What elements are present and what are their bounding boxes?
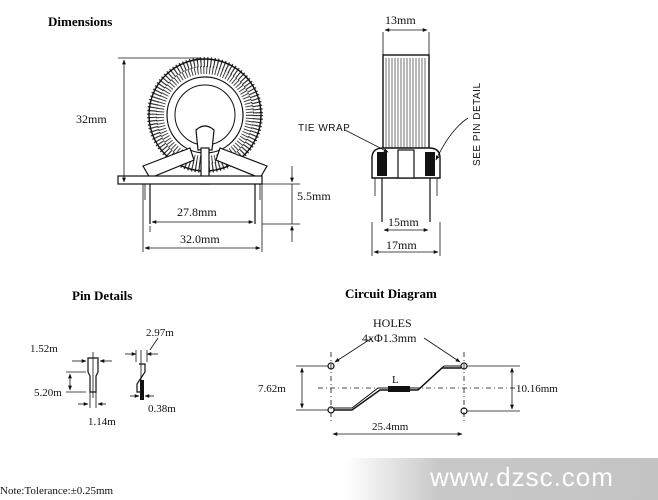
holes-callout: HOLES 4xΦ1.3mm — [334, 316, 461, 363]
watermark-text: www.dzsc.com — [430, 462, 614, 492]
pin-thickness-label: 0.38m — [148, 403, 176, 415]
dim-height-label: 32mm — [76, 112, 107, 126]
see-pin-detail-callout: SEE PIN DETAIL — [435, 82, 483, 166]
dim-left-spacing: 7.62m — [258, 365, 328, 411]
tie-wrap-label: TIE WRAP — [298, 123, 350, 134]
dim-circuit-length-label: 25.4mm — [372, 421, 409, 433]
dim-right-spacing-label: 10.16mm — [516, 383, 558, 395]
dim-left-spacing-label: 7.62m — [258, 383, 286, 395]
hole-spec-label: 4xΦ1.3mm — [362, 331, 417, 345]
pin-detail-side: 2.97m 0.38m — [125, 327, 176, 415]
dim-pin-spacing-outer: 17mm — [371, 222, 441, 256]
dim-side-width-label: 13mm — [385, 13, 416, 27]
pin-width-bottom-label: 1.14m — [88, 416, 116, 428]
pin-detail-front: 1.52m 5.20m 1.14m — [30, 343, 116, 428]
dim-side-width: 13mm — [382, 13, 430, 55]
dim-inner-width: 27.8mm — [149, 205, 254, 232]
dim-pin-spacing-inner-label: 15mm — [388, 215, 419, 229]
toroid-side-view — [371, 54, 441, 222]
toroid-front-view — [117, 57, 268, 224]
see-pin-detail-label: SEE PIN DETAIL — [472, 82, 483, 166]
dim-pin-length-label: 5.5mm — [297, 189, 331, 203]
tolerance-note: Note:Tolerance:±0.25mm — [0, 485, 114, 497]
pin-width-top-label: 1.52m — [30, 343, 58, 355]
watermark-band — [346, 458, 658, 500]
circuit-schematic: L — [318, 352, 520, 424]
dim-pin-spacing-outer-label: 17mm — [386, 238, 417, 252]
pin-details-heading: Pin Details — [72, 288, 132, 303]
dimensions-heading: Dimensions — [48, 14, 112, 29]
dim-pin-length: 5.5mm — [262, 166, 331, 242]
dim-pin-spacing-inner: 15mm — [383, 215, 429, 232]
dim-outer-width-label: 32.0mm — [180, 232, 220, 246]
circuit-diagram-heading: Circuit Diagram — [345, 286, 437, 301]
dim-height: 32mm — [76, 57, 200, 183]
pin-side-width-label: 2.97m — [146, 327, 174, 339]
pin-length-label: 5.20m — [34, 387, 62, 399]
dim-right-spacing: 10.16mm — [467, 365, 558, 412]
holes-label: HOLES — [373, 316, 412, 330]
dim-outer-width: 32.0mm — [142, 184, 263, 252]
inductor-label: L — [392, 374, 399, 386]
tie-wrap-callout: TIE WRAP — [298, 123, 389, 153]
inductor-symbol — [388, 386, 410, 392]
dim-circuit-length: 25.4mm — [332, 421, 463, 436]
dim-inner-width-label: 27.8mm — [177, 205, 217, 219]
